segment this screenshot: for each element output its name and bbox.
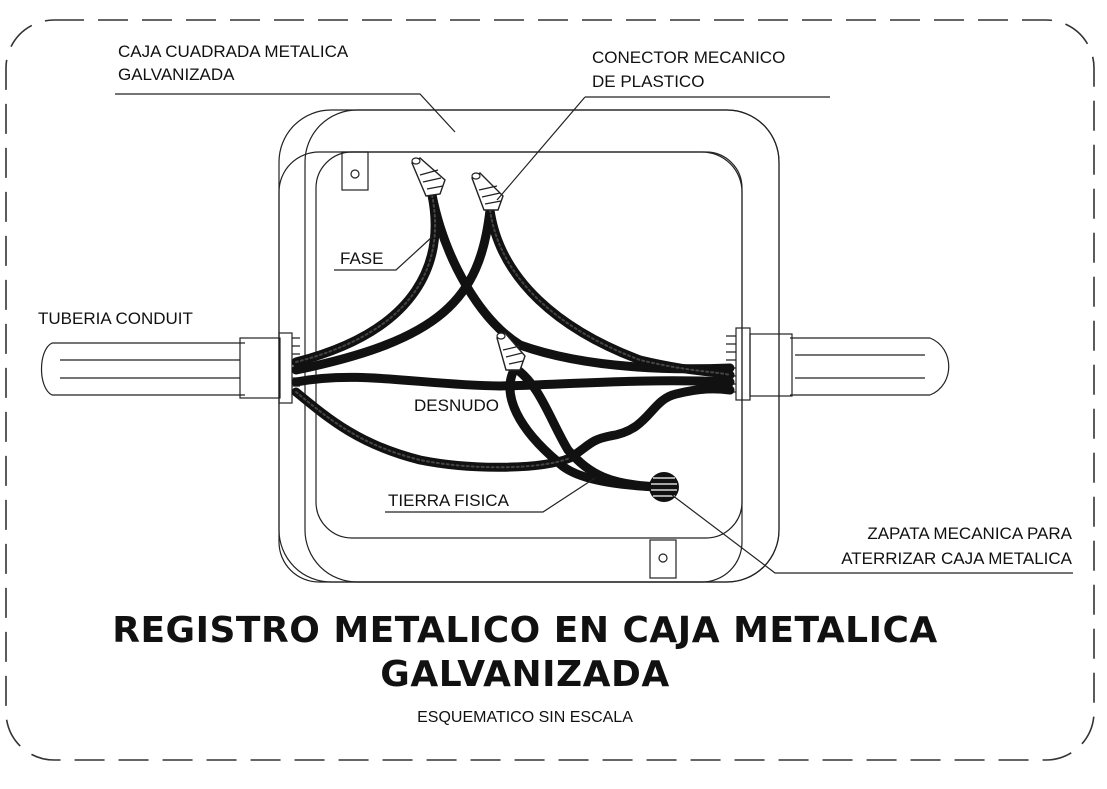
- diagram-title-line2: GALVANIZADA: [380, 654, 669, 695]
- connector-label-line1: CONECTOR MECANICO: [592, 48, 785, 67]
- bare-label: DESNUDO: [414, 396, 499, 415]
- phase-label: FASE: [340, 249, 383, 268]
- diagram-subtitle: ESQUEMATICO SIN ESCALA: [417, 709, 633, 726]
- connector-1: [411, 157, 446, 197]
- wires: [291, 190, 735, 492]
- connector-3: [496, 332, 526, 371]
- dashed-frame: [5, 19, 1095, 761]
- mount-tab-top: [341, 151, 369, 191]
- conduit-label: TUBERIA CONDUIT: [38, 309, 193, 328]
- box-label-line1: CAJA CUADRADA METALICA: [118, 42, 349, 61]
- diagram-title-line1: REGISTRO METALICO EN CAJA METALICA: [112, 610, 938, 651]
- lug-label-line2: ATERRIZAR CAJA METALICA: [841, 549, 1072, 568]
- box-label-line2: GALVANIZADA: [118, 65, 235, 84]
- ground-label: TIERRA FISICA: [388, 491, 510, 510]
- mount-tab-bottom: [649, 539, 677, 579]
- right-conduit: [726, 327, 950, 401]
- connector-2: [471, 172, 504, 211]
- metal-box: [278, 109, 780, 583]
- leader-lines: [115, 93, 1073, 574]
- grounding-lug: [649, 472, 679, 502]
- lug-label-line1: ZAPATA MECANICA PARA: [867, 524, 1072, 543]
- left-conduit: [41, 332, 300, 404]
- connector-label-line2: DE PLASTICO: [592, 72, 704, 91]
